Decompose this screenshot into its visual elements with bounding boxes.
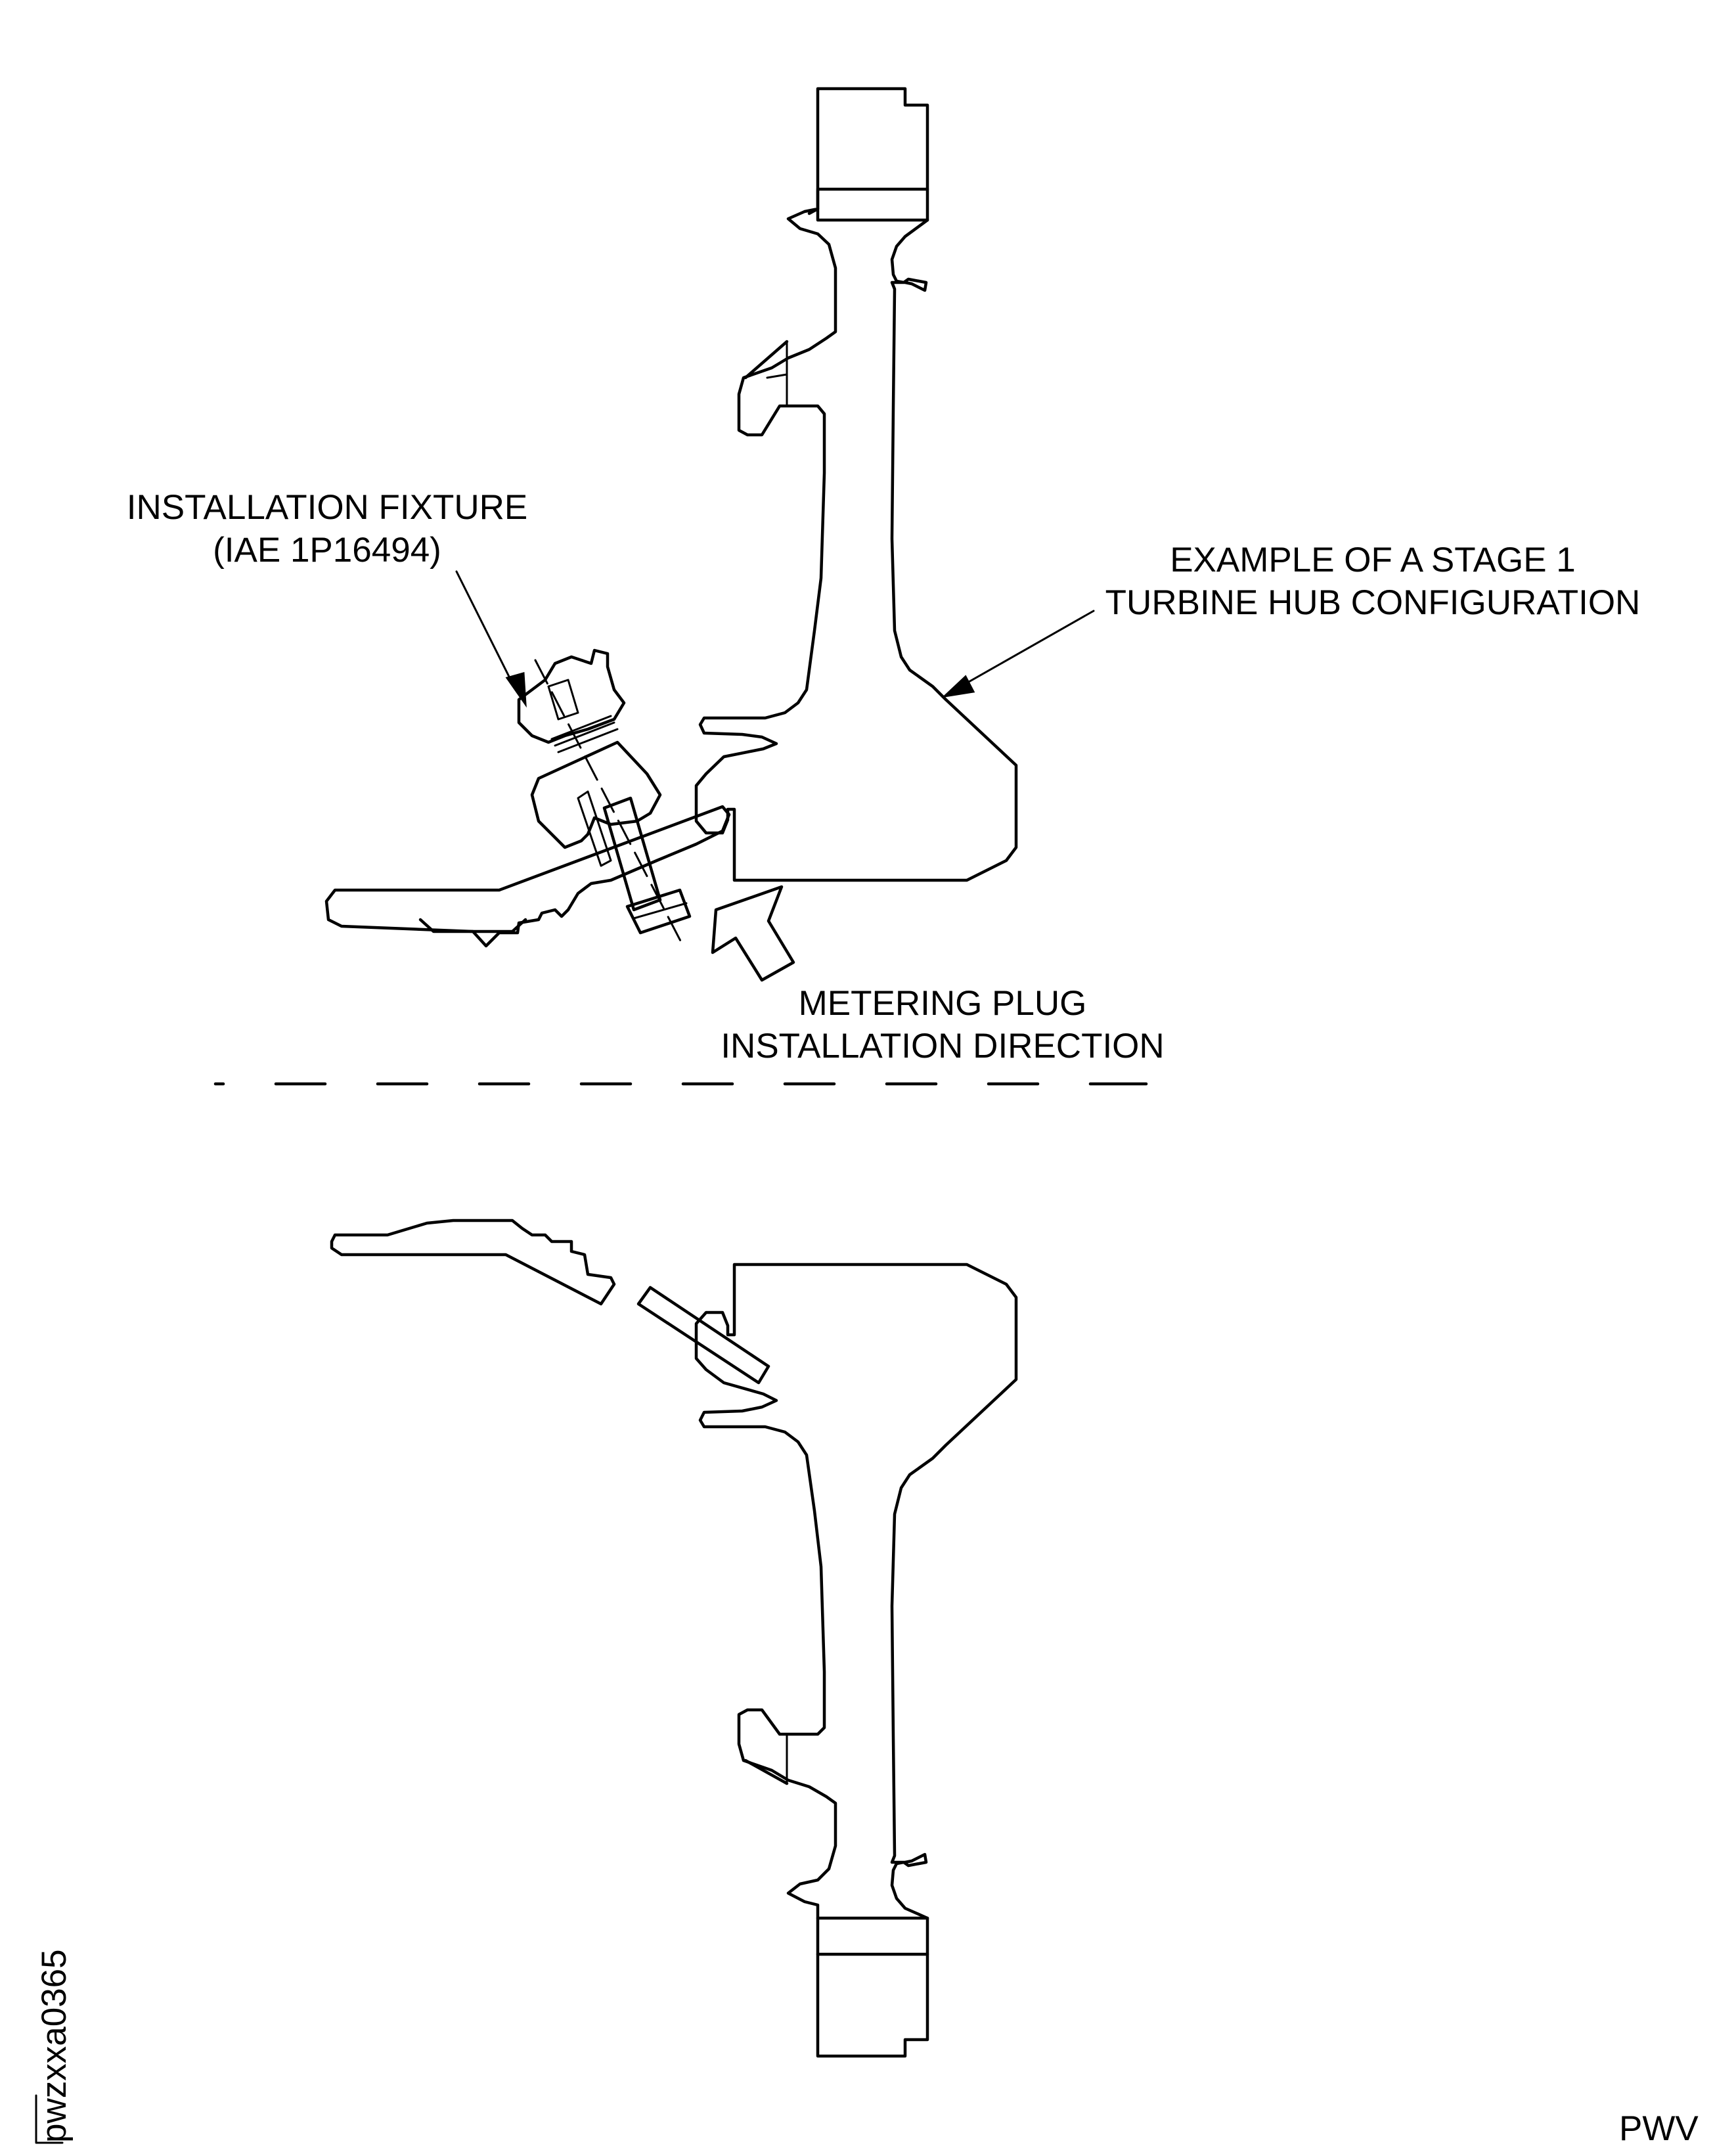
upper-cover-plate (324, 805, 731, 948)
figure-id: pwzxxa0365 (35, 1949, 74, 2143)
lower-cover-plate (330, 1219, 770, 1385)
installation-direction-arrow (711, 885, 795, 982)
publisher-code: PWV (1619, 2109, 1699, 2148)
metering-label-line1: METERING PLUG (799, 984, 1087, 1023)
upper-turbine-hub-section (694, 87, 1018, 882)
fixture-leader (455, 570, 527, 708)
installation-fixture (517, 648, 692, 947)
fixture-label-line2: (IAE 1P16494) (213, 531, 441, 570)
hub-label-line2: TURBINE HUB CONFIGURATION (1105, 583, 1641, 622)
hub-label-line1: EXAMPLE OF A STAGE 1 (1170, 541, 1576, 579)
fixture-label-line1: INSTALLATION FIXTURE (127, 488, 528, 527)
hub-leader (941, 610, 1095, 698)
metering-label-line2: INSTALLATION DIRECTION (721, 1027, 1164, 1065)
lower-turbine-hub-section (694, 1263, 1018, 2058)
figure-id-block: pwzxxa0365 (35, 1949, 74, 2144)
